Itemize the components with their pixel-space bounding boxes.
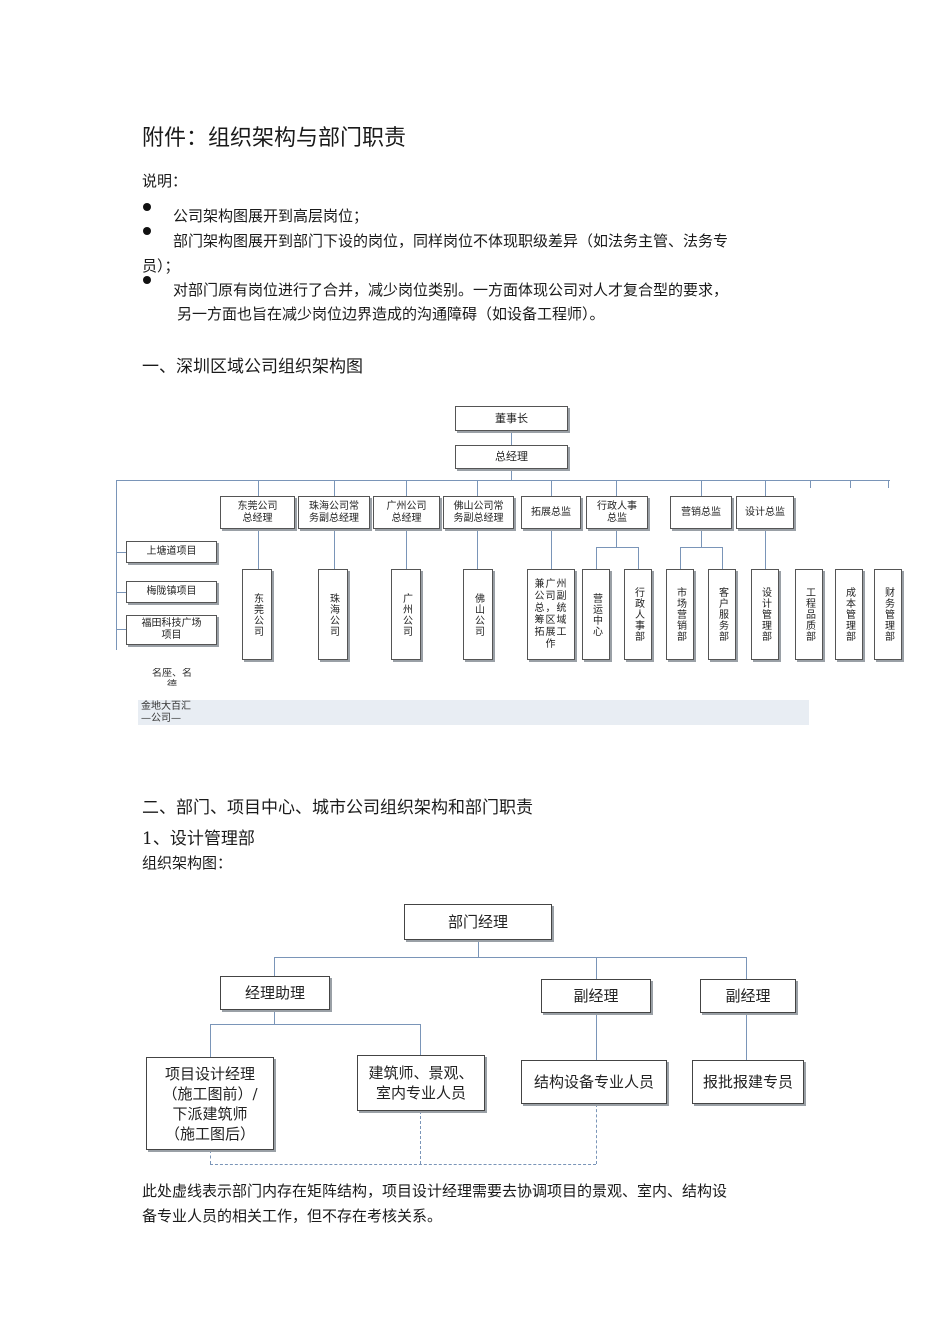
deputy-manager-box-2: 副经理: [700, 979, 796, 1013]
leaf-admin-hr-dept: 行政人事部: [624, 569, 652, 660]
leaf-cost-mgmt-dept: 成本管理部: [835, 569, 863, 660]
footer-line-1: 金地大百汇: [141, 701, 191, 712]
bullet-dot: [143, 203, 151, 211]
note-line-1: 此处虚线表示部门内存在矩阵结构，项目设计经理需要去协调项目的景观、室内、结构设: [142, 1182, 728, 1200]
bullet-2-continued: 员）；: [142, 257, 180, 275]
org-chart-1-footer: 金地大百汇 —公司—: [138, 700, 809, 725]
project-futian-tech-plaza: 福田科技广场 项目: [126, 615, 217, 645]
project-mingzuo: 名座、名 德: [152, 668, 192, 686]
l2-dongguan-gm: 东莞公司 总经理: [220, 496, 295, 529]
bullet-dot: [143, 276, 151, 284]
leaf-guangzhou-deputy: 兼广州 公司副 总，统 筹区域 拓展工 作: [527, 569, 575, 660]
leaf-foshan-company: 佛山公司: [463, 569, 493, 660]
project-design-manager-box: 项目设计经理 （施工图前）/ 下派建筑师 （施工图后）: [146, 1057, 274, 1150]
page-title: 附件：组织架构与部门职责: [142, 126, 407, 151]
structure-equipment-staff-box: 结构设备专业人员: [521, 1060, 667, 1104]
section-2-heading: 二、部门、项目中心、城市公司组织架构和部门职责: [142, 798, 533, 818]
bullet-3: 对部门原有岗位进行了合并，减少岗位类别。一方面体现公司对人才复合型的要求，: [173, 281, 729, 299]
dept-manager-box: 部门经理: [404, 904, 552, 940]
project-shangtangdao: 上塘道项目: [126, 541, 217, 563]
l2-guangzhou-gm: 广州公司 总经理: [373, 496, 440, 529]
leaf-dongguan-company: 东莞公司: [242, 569, 272, 660]
leaf-zhuhai-company: 珠海公司: [318, 569, 348, 660]
bullet-3-continued: 另一方面也旨在减少岗位边界造成的沟通障碍（如设备工程师）。: [177, 305, 605, 323]
bullet-dot: [143, 227, 151, 235]
leaf-customer-service-dept: 客户服务部: [708, 569, 736, 660]
intro-label: 说明：: [142, 172, 188, 190]
l2-zhuhai-deputy-gm: 珠海公司常 务副总经理: [298, 496, 370, 529]
org-chart-label: 组织架构图：: [142, 854, 233, 872]
approval-specialist-box: 报批报建专员: [692, 1060, 804, 1104]
chairman-box: 董事长: [455, 406, 568, 431]
leaf-design-mgmt-dept: 设计管理部: [751, 569, 779, 660]
assistant-manager-box: 经理助理: [220, 976, 330, 1010]
l2-marketing-director: 营销总监: [670, 496, 732, 529]
leaf-finance-mgmt-dept: 财务管理部: [874, 569, 902, 660]
note-line-2: 备专业人员的相关工作，但不存在考核关系。: [142, 1207, 443, 1225]
deputy-manager-box-1: 副经理: [541, 979, 651, 1013]
l2-expansion-director: 拓展总监: [521, 496, 581, 529]
leaf-guangzhou-company: 广州公司: [391, 569, 421, 660]
l2-design-director: 设计总监: [736, 496, 794, 529]
section-1-heading: 一、深圳区域公司组织架构图: [142, 357, 363, 377]
bullet-2: 部门架构图展开到部门下设的岗位，同样岗位不体现职级差异（如法务主管、法务专: [173, 232, 729, 250]
leaf-engineering-quality-dept: 工程品质部: [795, 569, 823, 660]
project-meilongzhen: 梅陇镇项目: [126, 581, 217, 603]
architect-landscape-staff-box: 建筑师、景观、 室内专业人员: [357, 1055, 485, 1111]
l2-admin-hr-director: 行政人事 总监: [586, 496, 648, 529]
l2-foshan-deputy-gm: 佛山公司常 务副总经理: [443, 496, 514, 529]
footer-line-2: —公司—: [141, 713, 181, 724]
bullet-1: 公司架构图展开到高层岗位；: [173, 207, 369, 225]
leaf-marketing-dept: 市场营销部: [666, 569, 694, 660]
leaf-operations-center: 营运中心: [582, 569, 610, 660]
general-manager-box: 总经理: [455, 445, 568, 469]
subsection-1-heading: 1、设计管理部: [142, 829, 255, 849]
